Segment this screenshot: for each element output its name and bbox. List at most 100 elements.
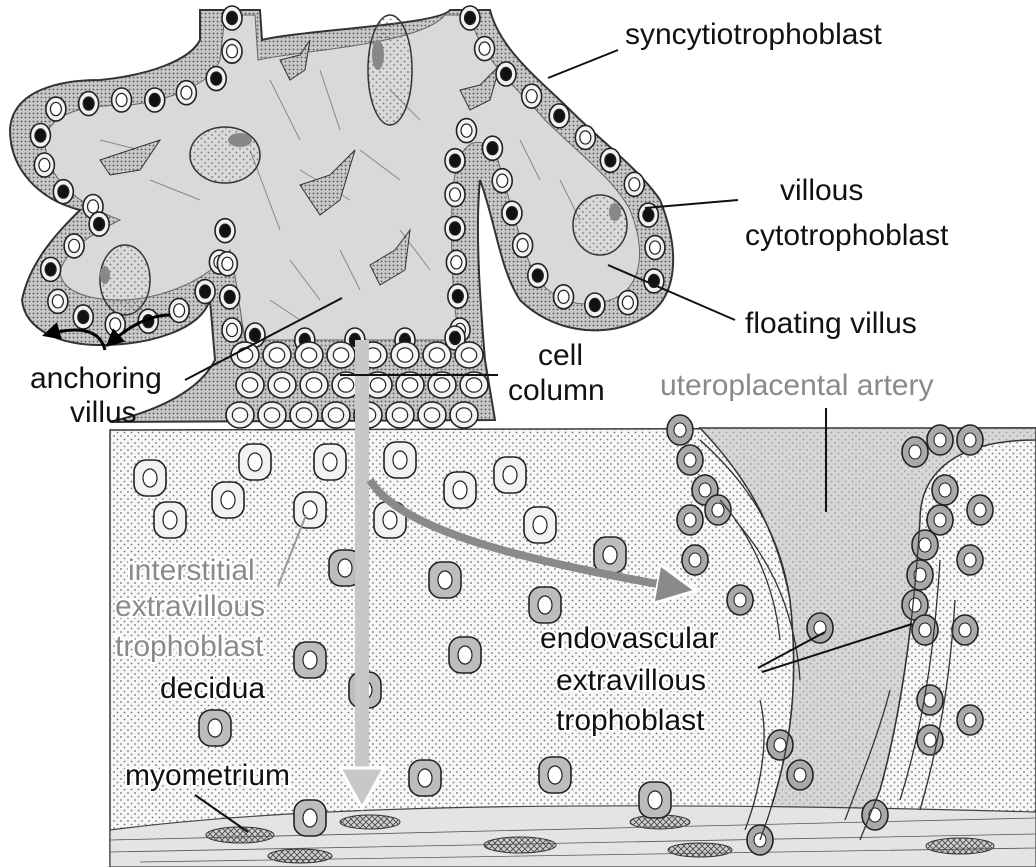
endovascular-cell — [932, 475, 958, 505]
cytotrophoblast-cell — [391, 342, 419, 368]
cytotrophoblast-cell — [327, 342, 355, 368]
myometrium-cell — [206, 827, 274, 843]
endovascular-cell — [927, 425, 953, 455]
label-syncytiotrophoblast: syncytiotrophoblast — [625, 18, 882, 51]
endovascular-cell — [927, 505, 953, 535]
cytotrophoblast-cell — [176, 81, 196, 105]
myometrium-cell — [668, 843, 732, 857]
cytotrophoblast-cell — [263, 342, 291, 368]
interstitial-cell — [239, 444, 271, 480]
cytotrophoblast-cell — [89, 212, 109, 236]
interstitial-cell — [294, 642, 326, 678]
cytotrophoblast-cell — [222, 318, 242, 342]
label-villous-line2: cytotrophoblast — [745, 219, 949, 252]
cytotrophoblast-cell — [30, 123, 50, 147]
label-cell-line1: cell — [538, 339, 583, 372]
endovascular-cell — [967, 495, 993, 525]
cytotrophoblast-cell — [226, 402, 254, 428]
cytotrophoblast-cell — [268, 372, 296, 398]
endovascular-cell — [682, 545, 708, 575]
label-endovascular-line3: trophoblast — [556, 704, 705, 737]
cytotrophoblast-cell — [220, 285, 240, 309]
cytotrophoblast-cell — [79, 92, 99, 116]
cytotrophoblast-cell — [418, 402, 446, 428]
cytotrophoblast-cell — [585, 293, 605, 317]
label-anchoring-line1: anchoring — [30, 362, 162, 395]
interstitial-cell — [294, 492, 326, 528]
interstitial-cell — [494, 457, 526, 493]
fetal-capillary — [573, 195, 627, 255]
cytotrophoblast-cell — [295, 342, 323, 368]
endovascular-cell — [902, 437, 928, 467]
myometrium-cell — [484, 837, 556, 853]
cytotrophoblast-cell — [258, 402, 286, 428]
cytotrophoblast-cell — [206, 67, 226, 91]
syncytiotrophoblast-leader — [548, 50, 618, 78]
label-myometrium: myometrium — [125, 759, 290, 792]
endovascular-cell — [787, 760, 813, 790]
cytotrophoblast-cell — [522, 84, 542, 108]
cytotrophoblast-cell — [513, 233, 533, 257]
cytotrophoblast-cell — [496, 62, 516, 86]
label-uteroplacental-artery: uteroplacental artery — [660, 369, 934, 402]
interstitial-cell — [199, 710, 231, 746]
endovascular-cell — [957, 705, 983, 735]
interstitial-cell — [294, 800, 326, 836]
cytotrophoblast-cell — [445, 216, 465, 240]
interstitial-cell — [594, 537, 626, 573]
cytotrophoblast-cell — [112, 88, 132, 112]
cytotrophoblast-cell — [300, 372, 328, 398]
label-interstitial-line1: interstitial — [128, 554, 255, 587]
fetal-capillary — [190, 127, 260, 183]
interstitial-cell — [449, 637, 481, 673]
cytotrophoblast-cell — [195, 280, 215, 304]
cytotrophoblast-cell — [236, 372, 264, 398]
cytotrophoblast-cell — [492, 169, 512, 193]
interstitial-cell — [639, 782, 671, 818]
myometrium-cell — [268, 849, 332, 863]
label-floating-villus: floating villus — [745, 307, 917, 340]
cytotrophoblast-cell — [445, 183, 465, 207]
cytotrophoblast-cell — [222, 39, 242, 63]
cytotrophoblast-cell — [73, 305, 93, 329]
cytotrophoblast-cell — [528, 264, 548, 288]
endovascular-cell — [727, 585, 753, 615]
cytotrophoblast-cell — [169, 298, 189, 322]
cytotrophoblast-cell — [290, 402, 318, 428]
endovascular-cell — [952, 615, 978, 645]
endovascular-cell — [957, 425, 983, 455]
interstitial-cell — [539, 757, 571, 793]
interstitial-cell — [384, 442, 416, 478]
cytotrophoblast-cell — [554, 285, 574, 309]
cytotrophoblast-cell — [502, 201, 522, 225]
cytotrophoblast-cell — [322, 402, 350, 428]
cytotrophoblast-cell — [645, 236, 665, 260]
fetal-capillary — [368, 15, 412, 125]
cytotrophoblast-cell — [457, 119, 477, 143]
endovascular-cell — [917, 685, 943, 715]
endovascular-cell — [907, 560, 933, 590]
interstitial-cell — [134, 460, 166, 496]
endovascular-cell — [957, 545, 983, 575]
cytotrophoblast-cell — [53, 180, 73, 204]
interstitial-cell — [314, 444, 346, 480]
endovascular-cell — [677, 505, 703, 535]
interstitial-cell — [529, 587, 561, 623]
cytotrophoblast-cell — [549, 104, 569, 128]
cytotrophoblast-cell — [423, 342, 451, 368]
cytotrophoblast-cell — [46, 97, 66, 121]
cytotrophoblast-cell — [460, 6, 480, 30]
cytotrophoblast-cell — [41, 257, 61, 281]
label-cell-line2: column — [508, 374, 605, 407]
cytotrophoblast-cell — [48, 289, 68, 313]
interstitial-cell — [212, 482, 244, 518]
label-interstitial-line2: extravillous — [115, 590, 265, 623]
cytotrophoblast-cell — [575, 125, 595, 149]
label-endovascular-line1: endovascular — [540, 622, 718, 655]
interstitial-cell — [409, 760, 441, 796]
cytotrophoblast-cell — [448, 284, 468, 308]
cytotrophoblast-cell — [450, 402, 478, 428]
myometrium-cell — [926, 838, 994, 854]
cytotrophoblast-cell — [34, 153, 54, 177]
